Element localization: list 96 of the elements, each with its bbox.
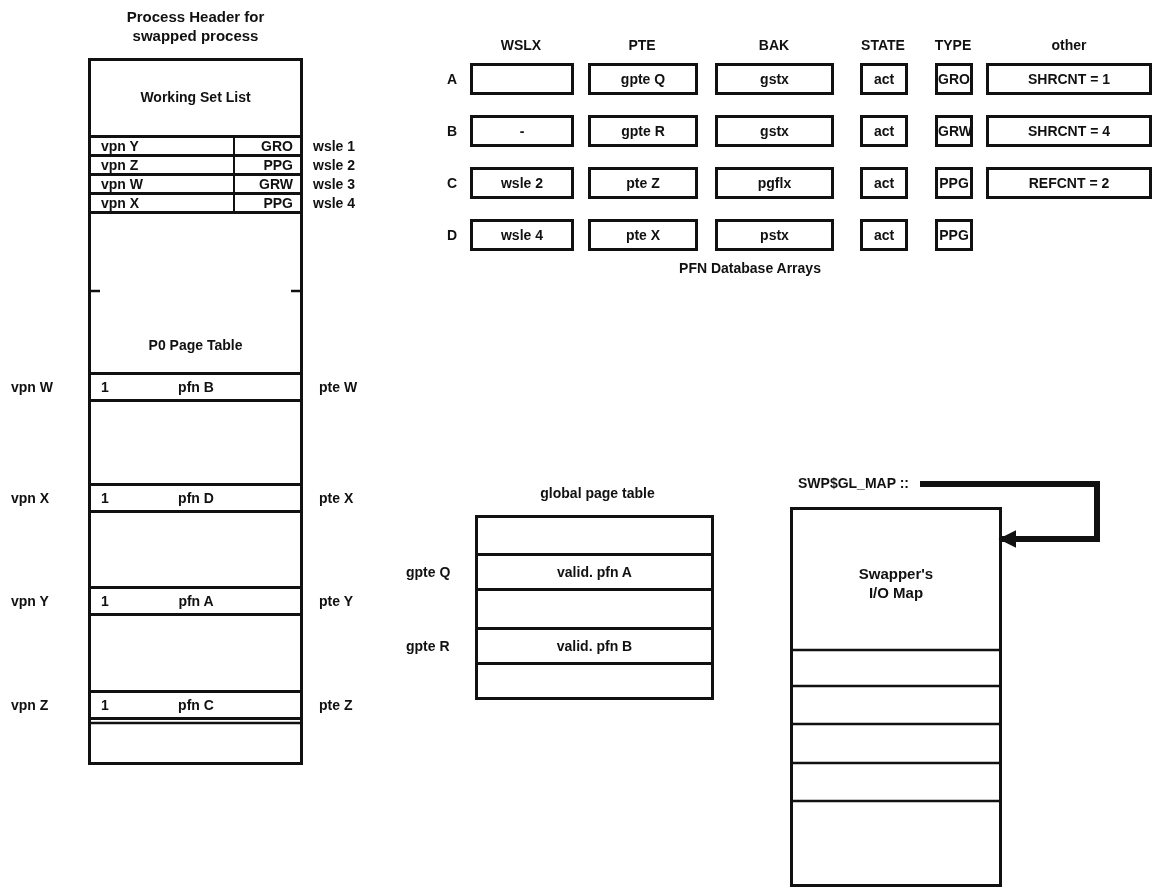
cell-text: GRO [260,138,293,154]
pfn-array-cell [470,167,574,199]
cell-text: 1 [101,593,110,609]
cell-text: act [872,123,896,139]
pfn-array-cell [935,115,973,147]
cell-text: GRW [938,123,970,139]
entry-label: vpn Y [11,593,49,609]
entry-label: pte W [319,379,358,395]
entry-label: pte Y [319,593,353,609]
cell-text: pfn C [177,697,215,713]
pointer-arrow [920,481,1100,548]
entry-label: vpn X [11,490,50,506]
cell-text: vpn W [101,176,144,192]
cell-text: pfn B [177,379,215,395]
row-letter: B [446,123,458,139]
column-header: PTE [628,37,656,53]
cell-text: pfn A [177,593,215,609]
cell-text: act [872,175,896,191]
cell-text: pstx [759,227,790,243]
pfn-array-cell [588,167,698,199]
pfn-array-cell [860,115,908,147]
entry-label: wsle 3 [313,176,356,192]
entry-label: vpn W [11,379,53,395]
row-letter: C [446,175,458,191]
io-map-box [790,507,1002,887]
cell-text: GRO [938,71,970,87]
pfn-array-cell [860,63,908,95]
entry-label: gpte R [406,638,450,654]
pfn-array-cell [715,167,834,199]
array-caption: PFN Database Arrays [679,260,821,276]
cell-text: 1 [101,379,110,395]
pfn-array-cell [715,63,834,95]
cell-text: wsle 2 [500,175,544,191]
diagram-heading: Process Header for swapped process [125,7,266,45]
cell-text: gstx [759,71,790,87]
cell-text: act [872,71,896,87]
cell-text: gpte Q [619,71,667,87]
cell-text: 1 [101,697,110,713]
row-letter: D [446,227,458,243]
column-header: STATE [861,37,905,53]
pfn-array-cell [935,219,973,251]
entry-label: pte X [319,490,354,506]
cell-text: PPG [938,227,970,243]
cell-text: - [518,123,526,139]
cell-text: vpn Z [101,157,140,173]
column-header: WSLX [500,37,542,53]
entry-label: wsle 4 [313,195,356,211]
row-letter: A [446,71,458,87]
pfn-array-cell [470,219,574,251]
entry-label: wsle 2 [313,157,356,173]
cell-text: pte Z [625,175,661,191]
cell-text: vpn X [101,195,141,211]
pfn-array-cell [715,115,834,147]
cell-text: gstx [759,123,790,139]
table-heading: global page table [539,485,656,501]
cell-text: 1 [101,490,110,506]
pfn-array-cell [860,167,908,199]
cell-text: SHRCNT = 4 [1026,123,1112,139]
cell-text: valid. pfn B [555,638,634,654]
pfn-array-cell [986,115,1152,147]
pointer-label-text: SWP$GL_MAP :: [798,475,910,491]
pfn-array-cell [935,63,973,95]
empty-box [470,63,574,95]
entry-label: gpte Q [406,564,451,580]
cell-text: Working Set List [139,89,252,105]
cell-text: act [872,227,896,243]
pfn-array-cell [588,115,698,147]
entry-label: pte Z [319,697,353,713]
pfn-array-cell [935,167,973,199]
pfn-array-cell [588,63,698,95]
cell-text: GRW [258,176,293,192]
cell-text: REFCNT = 2 [1027,175,1111,191]
column-header: other [1051,37,1087,53]
cell-text: pfn D [177,490,215,506]
cell-text: pte X [624,227,662,243]
cell-text: valid. pfn A [556,564,633,580]
cell-text: pgflx [756,175,793,191]
cell-text: PPG [262,157,293,173]
pfn-array-cell [860,219,908,251]
cell-text: PPG [262,195,293,211]
column-header: TYPE [934,37,972,53]
cell-text: PPG [938,175,970,191]
pfn-array-cell [986,167,1152,199]
pfn-array-cell [470,115,574,147]
cell-text: vpn Y [101,138,140,154]
pfn-array-cell [715,219,834,251]
cell-text: P0 Page Table [147,337,244,353]
pfn-array-cell [588,219,698,251]
cell-text: SHRCNT = 1 [1026,71,1112,87]
cell-text: wsle 4 [500,227,544,243]
entry-label: vpn Z [11,697,49,713]
entry-label: wsle 1 [313,138,356,154]
pfn-array-cell [986,63,1152,95]
cell-text: gpte R [620,123,666,139]
column-header: BAK [758,37,790,53]
cell-text: Swapper's I/O Map [857,564,935,602]
